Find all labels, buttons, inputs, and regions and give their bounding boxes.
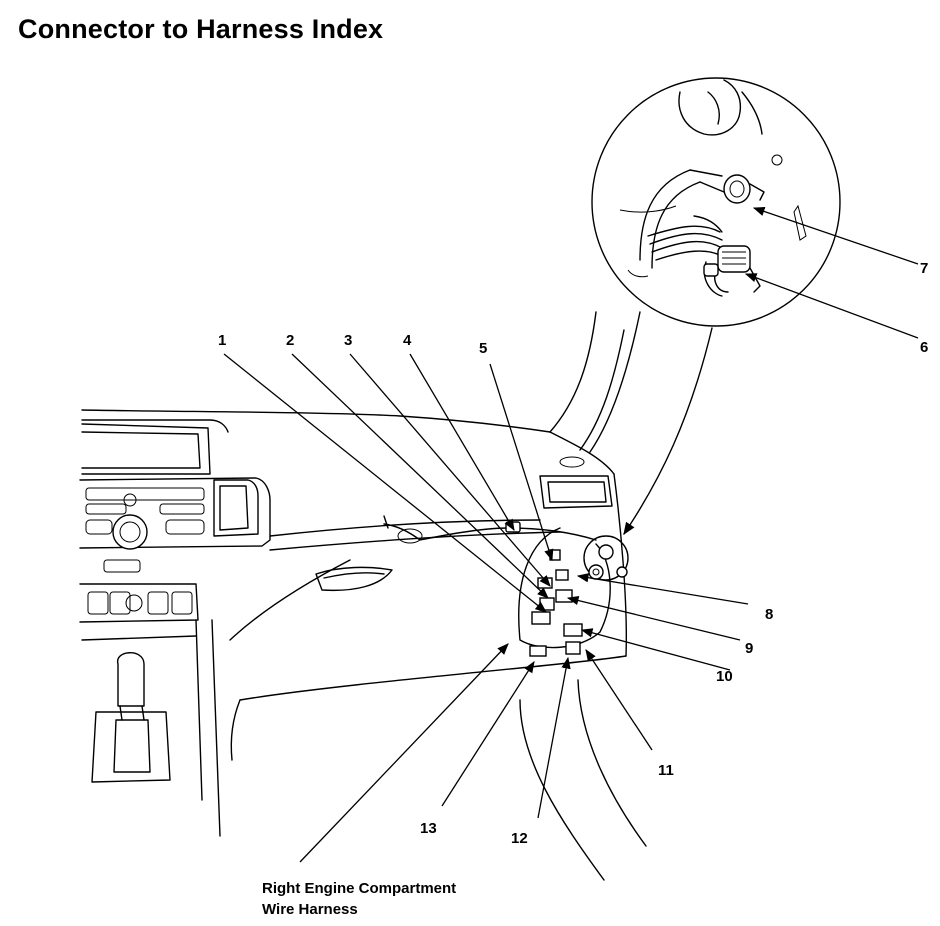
harness-caption: Right Engine Compartment Wire Harness (262, 878, 456, 920)
leader-lines (223, 206, 919, 863)
callout-10: 10 (716, 668, 733, 685)
callout-9: 9 (745, 640, 754, 657)
detail-magnifier (591, 77, 841, 327)
dashboard (79, 311, 647, 881)
page-title: Connector to Harness Index (18, 14, 384, 44)
callout-5: 5 (479, 340, 488, 357)
callout-7: 7 (920, 260, 929, 277)
callout-2: 2 (286, 332, 295, 349)
caption-line-2: Wire Harness (262, 901, 358, 918)
callout-11: 11 (658, 762, 674, 779)
callout-4: 4 (403, 332, 412, 349)
caption-line-1: Right Engine Compartment (262, 880, 457, 897)
callout-6: 6 (920, 339, 929, 356)
callout-13: 13 (420, 820, 437, 837)
callout-12: 12 (511, 830, 528, 847)
callout-3: 3 (344, 332, 353, 349)
harness (383, 515, 629, 657)
callout-1: 1 (218, 332, 227, 349)
callout-8: 8 (765, 606, 774, 623)
